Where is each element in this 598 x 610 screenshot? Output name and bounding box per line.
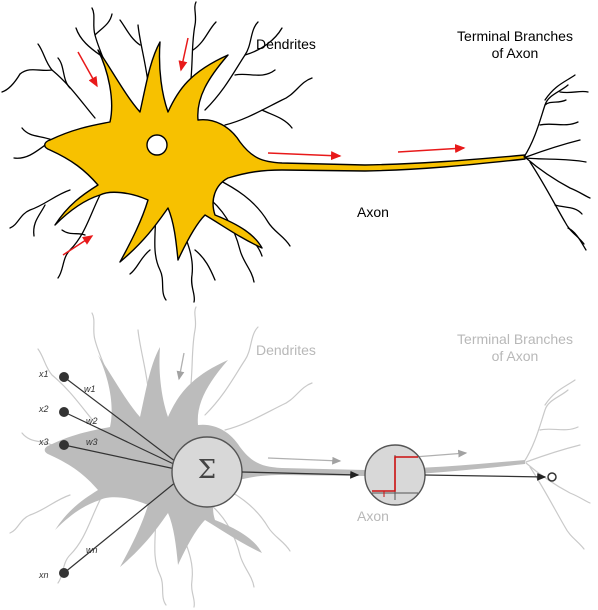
weight-label-w1: w1 xyxy=(84,384,96,394)
weight-label-wn: wn xyxy=(86,545,98,555)
sigma-symbol: Σ xyxy=(187,455,227,485)
output-link xyxy=(425,475,545,477)
weight-label-w3: w3 xyxy=(86,437,98,447)
dendrites-label: Dendrites xyxy=(256,36,316,53)
axon-label: Axon xyxy=(357,204,389,221)
arrow-dendrite-1 xyxy=(78,52,97,86)
terminal-branches-label-line2: of Axon xyxy=(440,45,590,62)
input-label-x1: x1 xyxy=(39,369,49,379)
input-label-x2: x2 xyxy=(39,404,49,414)
ghost-terminal-branches-label-line2: of Axon xyxy=(440,348,590,365)
arrow-dendrite-3 xyxy=(63,236,92,255)
input-node-x2 xyxy=(59,407,69,417)
ghost-dendrites-label: Dendrites xyxy=(256,342,316,359)
input-node-x3 xyxy=(59,440,69,450)
arrow-axon-2 xyxy=(398,148,464,152)
input-node-xn xyxy=(59,568,69,578)
soma-body xyxy=(45,42,525,262)
arrow-dendrite-2 xyxy=(181,38,188,70)
weight-label-w2: w2 xyxy=(86,416,98,426)
artificial-neuron-panel: Dendrites Terminal Branches of Axon Axon… xyxy=(0,305,598,610)
ghost-terminal-branches-label-line1: Terminal Branches xyxy=(440,331,590,348)
input-label-x3: x3 xyxy=(39,437,49,447)
arrow-axon-1 xyxy=(268,153,340,156)
nucleus xyxy=(147,135,167,155)
axon-terminal-branches xyxy=(524,75,590,250)
terminal-branches-label-line1: Terminal Branches xyxy=(440,28,590,45)
ghost-axon-label: Axon xyxy=(357,508,389,525)
input-nodes xyxy=(59,372,69,578)
biological-neuron-panel: Dendrites Terminal Branches of Axon Axon xyxy=(0,0,598,305)
input-label-xn: xn xyxy=(39,570,49,580)
output-node xyxy=(548,473,556,481)
input-node-x1 xyxy=(59,372,69,382)
